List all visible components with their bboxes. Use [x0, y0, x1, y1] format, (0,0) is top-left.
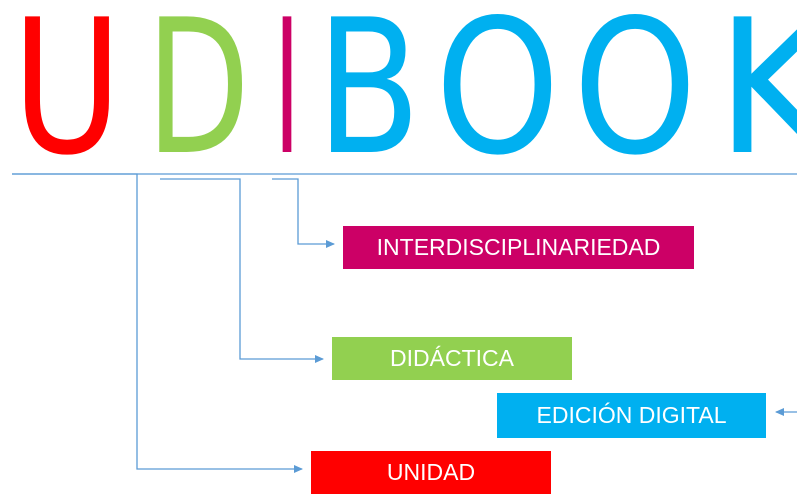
arrow-to-unidad	[12, 173, 303, 473]
label-edicion-digital: EDICIÓN DIGITAL	[497, 393, 766, 438]
label-edicion-digital-text: EDICIÓN DIGITAL	[536, 402, 727, 428]
label-unidad-text: UNIDAD	[386, 459, 476, 485]
arrow-to-didactica	[160, 178, 324, 363]
logo-letter-b: B	[316, 0, 421, 170]
logo-letter-k: K	[716, 0, 797, 170]
label-unidad: UNIDAD	[311, 451, 551, 494]
label-interdisciplinariedad-text: INTERDISCIPLINARIEDAD	[376, 234, 661, 260]
logo-letter-i: I	[274, 0, 300, 170]
arrow-to-interdisciplinariedad	[272, 178, 335, 248]
logo-letter-o-second: O	[573, 0, 697, 170]
label-didactica-text: DIDÁCTICA	[390, 345, 514, 371]
logo-letter-u: U	[12, 0, 122, 170]
logo-letter-d: D	[146, 0, 250, 170]
label-interdisciplinariedad: INTERDISCIPLINARIEDAD	[343, 226, 694, 269]
label-didactica: DIDÁCTICA	[332, 337, 572, 380]
logo-letter-o-first: O	[435, 0, 560, 170]
udibook-logo: U D I B O O K	[0, 0, 797, 170]
